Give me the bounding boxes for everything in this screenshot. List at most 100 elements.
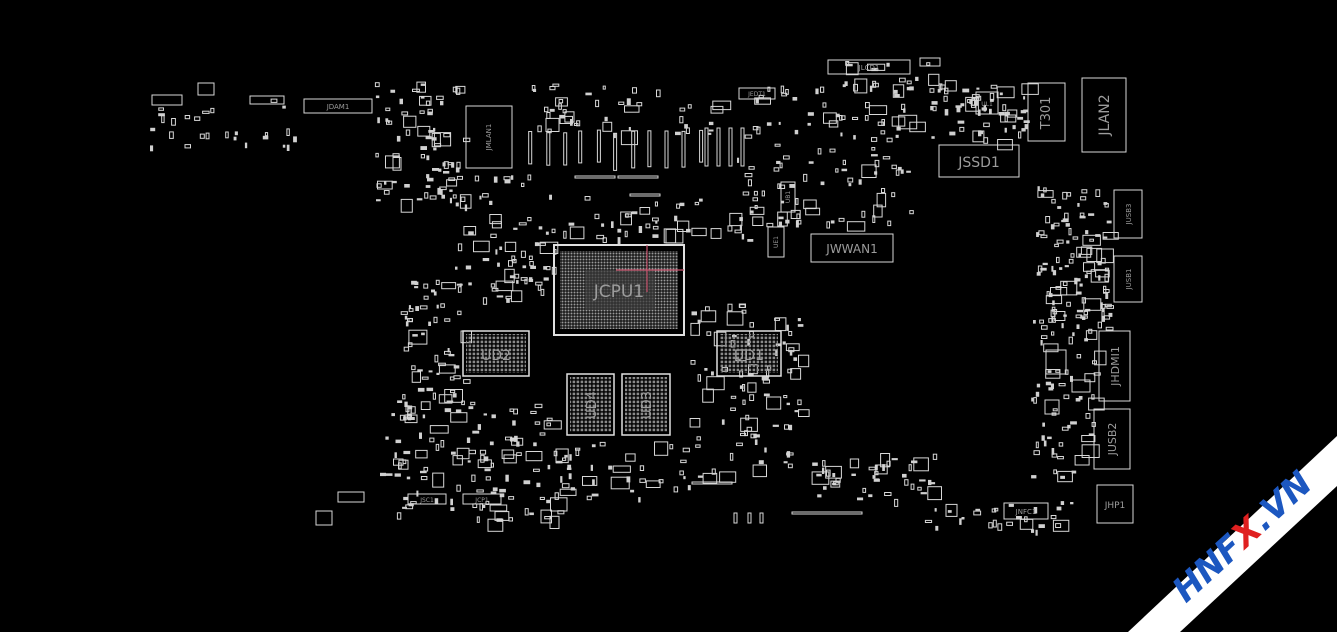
passive-component: [654, 441, 669, 456]
cpu-jcpu1[interactable]: JCPU1: [553, 244, 685, 336]
passive-component: [444, 318, 451, 322]
passive-component: [434, 498, 439, 505]
connector-jusb1[interactable]: JUSB1: [1113, 255, 1143, 303]
passive-component: [518, 222, 527, 226]
passive-component: [1072, 332, 1075, 337]
passive-component: [842, 159, 847, 166]
passive-component: [1081, 444, 1100, 458]
passive-component: [585, 92, 592, 96]
passive-component: [529, 261, 534, 267]
passive-component: [787, 463, 793, 469]
passive-component: [705, 306, 710, 312]
passive-component: [873, 478, 880, 482]
passive-component: [1078, 396, 1083, 400]
passive-component: [555, 448, 569, 464]
passive-component: [421, 376, 429, 380]
memory-ud2[interactable]: UD2: [462, 330, 530, 377]
passive-component: [797, 318, 801, 322]
chip-ul1[interactable]: UL1: [975, 91, 999, 115]
passive-component: [1023, 109, 1029, 113]
passive-component: [749, 394, 755, 401]
connector-jusb2[interactable]: JUSB2: [1093, 408, 1131, 470]
passive-component: [286, 144, 290, 151]
passive-component: [1043, 187, 1047, 193]
passive-component: [844, 81, 848, 86]
passive-component: [711, 371, 714, 376]
connector-jlan2[interactable]: JLAN2: [1081, 77, 1127, 153]
connector-jcp1[interactable]: JCP1: [462, 493, 502, 505]
passive-component: [1072, 236, 1079, 240]
connector-jssd1[interactable]: JSSD1: [938, 144, 1020, 178]
chip-ue1[interactable]: UE1: [767, 226, 785, 258]
passive-component: [759, 512, 764, 524]
passive-component: [1103, 202, 1108, 205]
passive-component: [854, 78, 868, 94]
passive-component: [432, 472, 445, 488]
passive-component: [1041, 325, 1048, 330]
passive-component: [872, 475, 876, 479]
chip-ub1[interactable]: UB1: [780, 181, 796, 213]
passive-component: [527, 174, 532, 181]
connector-jhdmi1[interactable]: JHDMI1: [1098, 330, 1131, 402]
passive-component: [528, 278, 534, 282]
passive-component: [408, 503, 414, 507]
passive-component: [989, 108, 992, 114]
passive-component: [491, 287, 499, 292]
passive-component: [374, 82, 380, 88]
passive-component: [937, 89, 941, 93]
passive-component: [555, 460, 563, 464]
passive-component: [505, 474, 509, 482]
passive-component: [730, 395, 737, 399]
passive-component: [568, 473, 572, 480]
passive-component: [533, 88, 537, 92]
passive-component: [880, 130, 886, 135]
transformer-t301[interactable]: T301: [1027, 82, 1066, 142]
connector-jusb3[interactable]: JUSB3: [1113, 189, 1143, 239]
memory-ud1[interactable]: UD1: [716, 330, 782, 377]
passive-component: [1031, 475, 1037, 479]
passive-component: [563, 230, 567, 239]
passive-component: [540, 509, 552, 524]
passive-component: [752, 126, 759, 131]
passive-component: [426, 387, 434, 392]
passive-component: [875, 464, 888, 475]
passive-component: [690, 322, 700, 336]
passive-component: [754, 205, 758, 210]
passive-component: [1056, 506, 1062, 511]
passive-component: [376, 199, 381, 202]
passive-component: [1075, 398, 1081, 402]
connector-jdam1[interactable]: JDAM1: [303, 98, 373, 114]
passive-component: [482, 258, 490, 262]
connector-jwwan1[interactable]: JWWAN1: [810, 233, 894, 263]
passive-component: [823, 486, 827, 490]
passive-component: [429, 437, 435, 443]
passive-component: [509, 408, 515, 412]
passive-component: [516, 441, 520, 447]
memory-ud4[interactable]: UD4: [566, 373, 615, 436]
passive-component: [491, 221, 502, 229]
passive-component: [596, 234, 605, 240]
connector-jedt1[interactable]: JEDT1: [738, 87, 776, 100]
connector-jhp1[interactable]: JHP1: [1096, 484, 1134, 524]
passive-component: [881, 188, 886, 193]
passive-component: [783, 461, 788, 464]
passive-component: [906, 80, 912, 85]
passive-component: [664, 130, 669, 169]
memory-ud3[interactable]: UD3: [621, 373, 671, 436]
passive-component: [932, 453, 938, 460]
passive-component: [943, 95, 948, 102]
connector-jnfc1[interactable]: JNFC1: [1003, 502, 1049, 520]
passive-component: [513, 227, 518, 230]
passive-component: [429, 195, 437, 200]
passive-component: [891, 164, 897, 170]
connector-jsc1[interactable]: JSC1: [407, 493, 447, 505]
passive-component: [497, 262, 500, 267]
passive-component: [976, 95, 982, 101]
passive-component: [1071, 470, 1077, 474]
passive-component: [424, 192, 429, 199]
passive-component: [1021, 83, 1039, 95]
passive-component: [1064, 212, 1069, 220]
connector-jmlan1[interactable]: JMLAN1: [465, 105, 513, 169]
connector-jlcd1[interactable]: JLCD1: [827, 59, 911, 75]
passive-component: [440, 100, 444, 106]
